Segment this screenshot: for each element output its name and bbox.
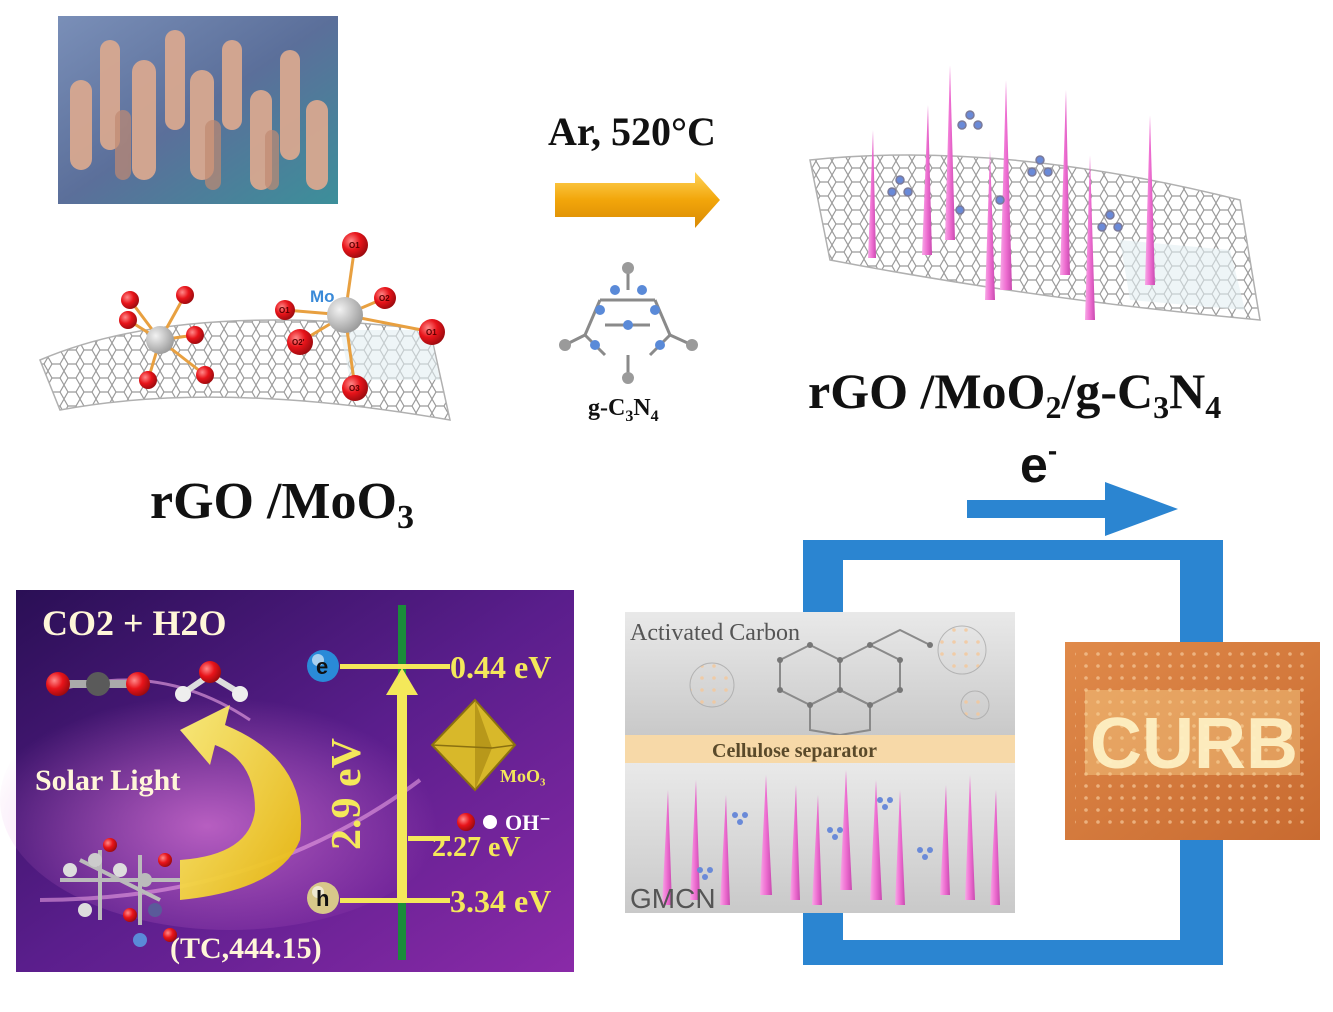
- moo3-crystal: [430, 698, 517, 792]
- triazine-units: [887, 110, 1123, 232]
- led-text: CURB: [1090, 704, 1298, 784]
- oxygen-label-3: O1: [279, 306, 290, 315]
- carbon-sphere-2: [937, 625, 987, 675]
- oh-label: OH⁻: [505, 810, 551, 835]
- vb-energy-label: 3.34 eV: [450, 883, 551, 919]
- g-c3n4-label: g-C3N4: [588, 395, 659, 425]
- oxygen-label-1: O1: [349, 241, 360, 250]
- solar-light-label: Solar Light: [35, 764, 180, 797]
- oxygen-label-2: O2: [379, 294, 390, 303]
- moo3-label: MoO₃: [500, 766, 546, 786]
- carbon-sphere-1: [689, 662, 735, 708]
- oxygen-label-5: O3: [349, 384, 360, 393]
- oh-molecule: [457, 813, 497, 831]
- activated-carbon-label: Activated Carbon: [630, 620, 800, 646]
- conversion-curve-arrow: [180, 705, 302, 900]
- cellulose-separator-label: Cellulose separator: [712, 740, 877, 762]
- electron-ball: e: [307, 650, 339, 682]
- oxygen-atoms-small: [119, 286, 214, 389]
- oxygen-label-6: O1: [426, 328, 437, 337]
- electron-flow-arrow: [967, 482, 1178, 536]
- oxygen-label-4: O2': [292, 338, 305, 347]
- electron-label: e-: [1020, 435, 1057, 493]
- supercapacitor-panel: Activated Carbon Cellulose separator GMC…: [625, 612, 1015, 914]
- vb-level-line: [340, 898, 450, 903]
- band-gap-label: 2.9 eV: [324, 738, 370, 850]
- svg-text:h: h: [316, 886, 329, 911]
- gmcn-label: GMCN: [630, 883, 716, 914]
- rgo-moo2-gc3n4-structure: [809, 65, 1261, 321]
- co2-h2o-label: CO2 + H2O: [42, 603, 227, 643]
- oxygen-atoms-large: [275, 232, 445, 401]
- rgo-moo3-label: rGO /MoO3: [150, 473, 414, 536]
- moo2-spikes: [868, 65, 1155, 320]
- gmcn-triazines: [697, 797, 933, 880]
- cb-energy-label: 0.44 eV: [450, 649, 551, 685]
- tc-label: (TC,444.15): [170, 932, 322, 965]
- hole-ball: h: [307, 882, 339, 914]
- svg-text:e: e: [316, 654, 328, 679]
- co2-molecule: [46, 672, 150, 696]
- oh-level-line: [408, 836, 450, 841]
- cb-level-line: [340, 664, 450, 669]
- excitation-arrow: [386, 668, 418, 900]
- coral-photo: [58, 16, 338, 204]
- mo-label: Mo: [310, 287, 335, 306]
- h2o-molecule: [175, 661, 248, 702]
- carbon-sphere-3: [960, 690, 990, 720]
- reaction-condition: Ar, 520°C: [548, 109, 716, 154]
- led-board: CURB: [1065, 642, 1320, 840]
- rgo-moo2-gc3n4-label: rGO /MoO2/g-C3N4: [808, 363, 1221, 425]
- oh-energy-label: 2.27 eV: [432, 832, 521, 863]
- g-c3n4-molecule: [559, 262, 698, 384]
- tc-molecule: [60, 838, 180, 947]
- photocatalysis-panel: CO2 + H2O Solar Light: [0, 590, 574, 972]
- rgo-moo3-structure: Mo O1 O2 O1 O2' O3 O1: [39, 232, 451, 421]
- reaction-arrow: [555, 172, 720, 228]
